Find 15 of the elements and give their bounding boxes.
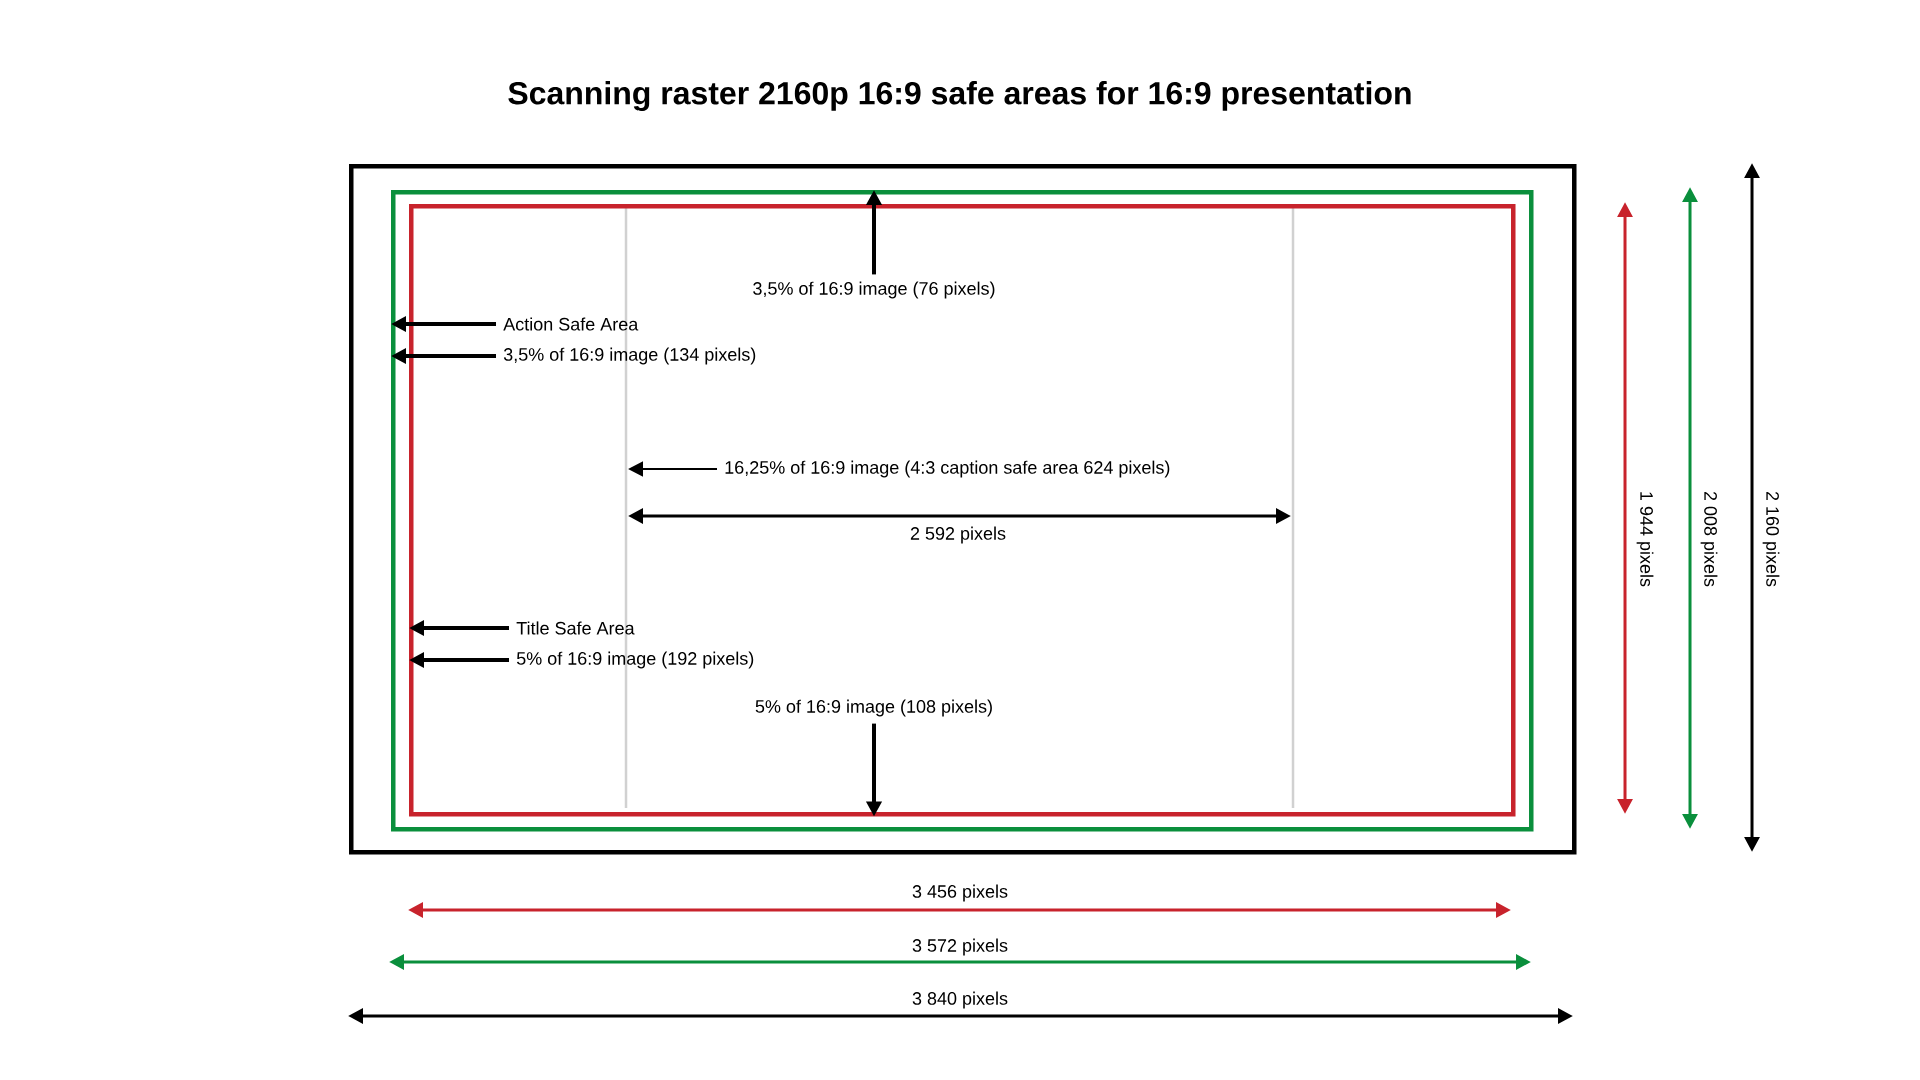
dimension-label: 2 008 pixels xyxy=(1700,491,1718,587)
title: Scanning raster 2160p 16:9 safe areas for 16:9 presentation xyxy=(508,81,1411,111)
dimension-label: 3 840 pixels xyxy=(912,991,1008,1009)
callout-text: Action Safe Area xyxy=(503,317,639,331)
dimension-label: 1 944 pixels xyxy=(1636,492,1654,587)
callout-text: Title Safe Area xyxy=(516,621,635,635)
callout-text: 5% of 16:9 image (108 pixels) xyxy=(755,699,992,717)
callout-text: 5% of 16:9 image (192 pixels) xyxy=(516,651,754,669)
dimension-label: 2 592 pixels xyxy=(910,526,1006,544)
callout-text: 3,5% of 16:9 image (134 pixels) xyxy=(503,347,756,365)
dimension-label: 3 572 pixels xyxy=(912,938,1008,956)
callout-text: 16,25% of 16:9 image (4:3 caption safe area 624 pixels) xyxy=(725,460,1170,478)
dimension-label: 2 160 pixels xyxy=(1762,491,1780,587)
callout-text: 3,5% of 16:9 image (76 pixels) xyxy=(753,281,995,299)
dimension-label: 3 456 pixels xyxy=(912,884,1008,902)
